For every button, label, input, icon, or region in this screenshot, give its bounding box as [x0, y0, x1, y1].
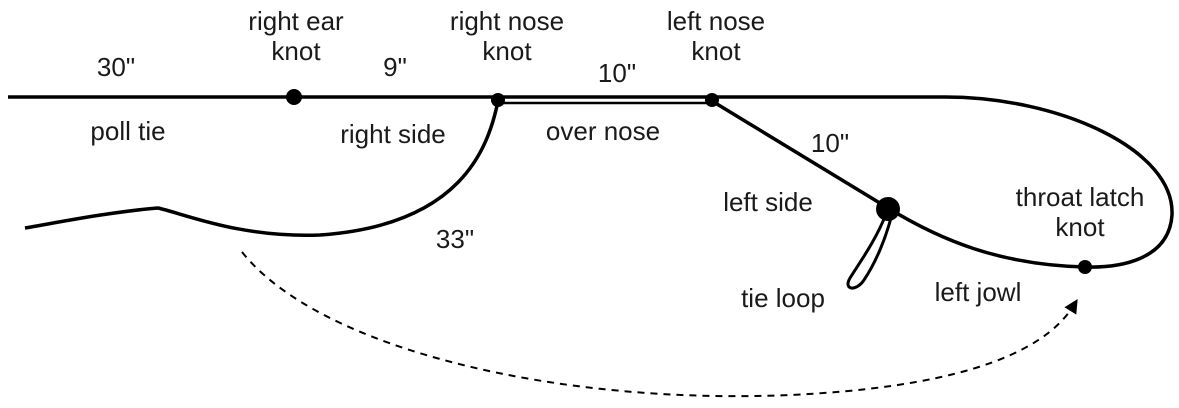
- tail-length-label: 33": [435, 224, 475, 254]
- right-ear-knot-label-line2: knot: [271, 36, 321, 66]
- right-ear-knot: [286, 89, 302, 105]
- poll-tie-length-label: 30": [96, 52, 136, 82]
- throat-latch-knot: [1078, 260, 1092, 274]
- left-nose-knot-label-line1: left nose: [666, 6, 766, 36]
- right-nose-knot-label-line2: knot: [482, 36, 532, 66]
- right-side-length-label: 9": [383, 52, 407, 82]
- over-nose-length-label: 10": [597, 58, 637, 88]
- poll-tie-label: poll tie: [90, 116, 166, 146]
- right-nose-knot: [491, 93, 505, 107]
- throat-latch-knot-label-line2: knot: [1055, 212, 1105, 242]
- over-nose-label: over nose: [545, 116, 661, 146]
- left-side-label: left side: [723, 187, 813, 217]
- left-nose-knot: [705, 93, 719, 107]
- throat-loop-line: [944, 95, 1174, 269]
- right-ear-knot-label: right ear knot: [248, 6, 343, 66]
- right-nose-knot-label-line1: right nose: [449, 6, 565, 36]
- right-nose-knot-label: right nose knot: [450, 6, 564, 66]
- tie-loop-knot: [876, 197, 900, 221]
- left-side-length-label: 10": [810, 128, 850, 158]
- throat-latch-knot-label-line1: throat latch: [1015, 182, 1145, 212]
- dashed-arrow-line: [241, 251, 1078, 398]
- right-ear-knot-label-line1: right ear: [248, 6, 344, 36]
- tie-loop-label: tie loop: [741, 283, 825, 313]
- tie-loop-line: [846, 213, 894, 290]
- left-nose-knot-label-line2: knot: [691, 36, 741, 66]
- left-jowl-line: [887, 206, 1086, 269]
- left-nose-knot-label: left nose knot: [667, 6, 765, 66]
- right-side-label: right side: [340, 119, 446, 149]
- throat-latch-knot-label: throat latch knot: [1016, 182, 1145, 242]
- left-jowl-label: left jowl: [934, 277, 1022, 307]
- right-side-tail-line: [24, 100, 500, 237]
- left-side-line: [711, 99, 889, 210]
